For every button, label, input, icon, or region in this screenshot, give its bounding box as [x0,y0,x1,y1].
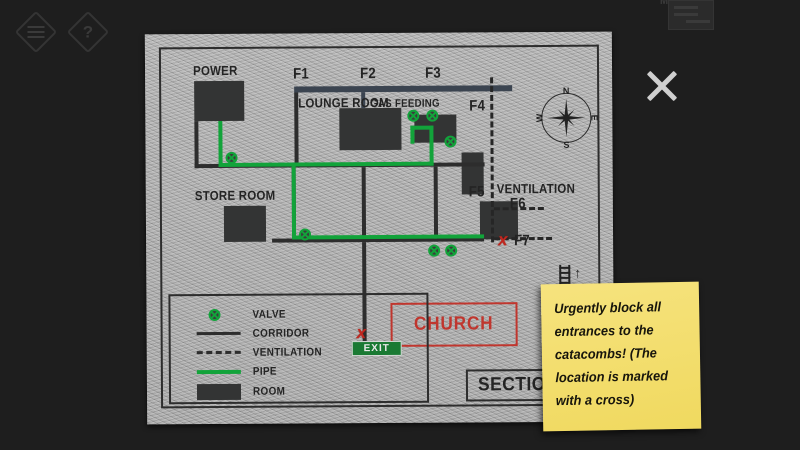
pipe-power-down [218,120,223,167]
label-ventilation: VENTILATION [496,180,576,197]
ventilation-vertical-f4-f5 [490,77,495,243]
label-gas-feeding: GAS FEEDING [370,97,440,111]
valve-icon [208,308,221,321]
compass-south-label: S [563,139,570,150]
ladder-up-icon: ↑ [557,265,581,285]
pipe-gas-left [410,125,415,144]
map-thumbnail-tab[interactable]: MAP [660,0,722,46]
sticky-note-text: Urgently block all entrances to the cata… [554,299,669,409]
corridor-line-icon [196,331,241,336]
label-f3: F3 [425,64,442,82]
room-swatch-icon [196,383,242,401]
legend-item-pipe: PIPE [196,361,427,381]
sticky-note: Urgently block all entrances to the cata… [540,281,702,432]
label-store-room: STORE ROOM [194,187,276,204]
label-power: POWER [192,62,238,79]
room-store-block [223,205,267,242]
cross-marker-ventilation: x [498,230,508,250]
map-border-frame: POWER LOUNGE ROOM GAS FEEDING STORE ROOM… [158,44,617,409]
legend-label-valve: VALVE [252,308,286,321]
legend-label-corridor: CORRIDOR [252,326,310,340]
legend-label-room: ROOM [252,385,286,398]
pipe-vertical-mid [291,166,297,239]
compass-rose-icon: N S W E [534,85,600,150]
floor-plan: POWER LOUNGE ROOM GAS FEEDING STORE ROOM… [161,47,617,407]
label-f5: F5 [468,183,485,201]
valve-icon[interactable] [426,109,439,122]
pipe-gas-right [429,125,434,166]
question-mark-icon: ? [82,22,94,42]
valve-icon[interactable] [444,135,457,148]
label-f7: F7 [514,232,531,250]
pipe-line-icon [196,369,241,374]
valve-icon[interactable] [407,109,420,122]
pipe-horizontal-lower-right [434,234,485,239]
legend-label-pipe: PIPE [252,365,277,378]
help-button[interactable]: ? [66,10,110,54]
corridor-top-main [294,85,513,93]
legend-item-ventilation: VENTILATION [196,342,427,362]
valve-icon[interactable] [225,151,238,164]
label-f6: F6 [509,195,526,213]
legend-item-room: ROOM [196,380,427,403]
label-f2: F2 [360,65,377,83]
corridor-vertical-mid [361,167,367,243]
compass-west-label: W [534,113,545,123]
label-f1: F1 [293,65,310,83]
ventilation-line-icon [196,350,241,355]
corridor-vertical-mid-right [433,166,439,242]
valve-icon[interactable] [299,228,312,241]
corridor-vertical-left [194,121,199,169]
room-lounge-block [339,107,402,151]
valve-icon[interactable] [428,244,441,257]
compass-north-label: N [562,85,570,96]
legend-item-valve: VALVE [196,304,426,324]
valve-icon[interactable] [445,244,458,257]
close-button[interactable] [643,67,681,105]
hamburger-menu-icon [27,23,45,41]
menu-button[interactable] [14,10,58,54]
room-power-block [194,80,245,122]
legend-label-ventilation: VENTILATION [252,345,323,359]
compass-east-label: E [589,114,600,121]
map-legend: VALVE CORRIDOR VENTILATION PIPE ROOM [168,292,430,405]
legend-item-corridor: CORRIDOR [196,323,427,343]
map-thumbnail-image [668,0,714,30]
label-f4: F4 [469,97,486,115]
